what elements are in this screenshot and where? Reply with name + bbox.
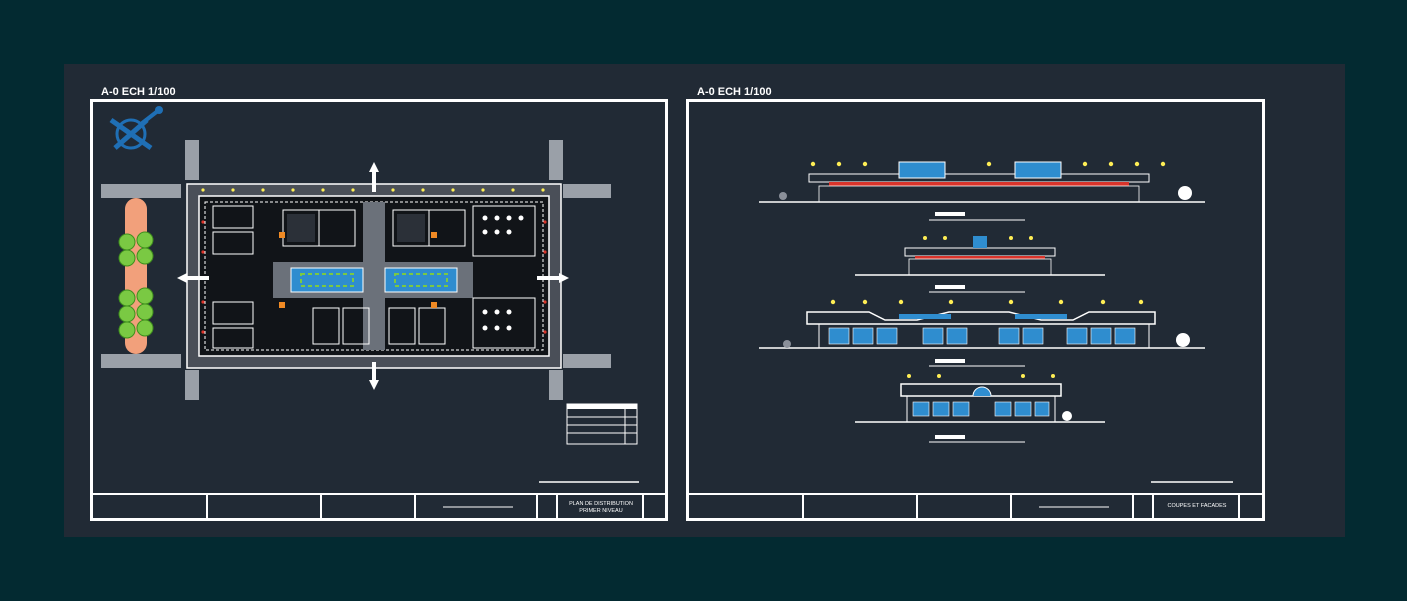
drawing-canvas[interactable]: A-0 ECH 1/100 [64, 64, 1345, 537]
section-a [759, 161, 1205, 221]
garden-path [118, 198, 154, 354]
sheet-2-scale-label: A-0 ECH 1/100 [697, 86, 772, 98]
section-b [855, 236, 1105, 293]
tree-icon [118, 231, 154, 339]
legend-table [566, 403, 638, 445]
title-block [93, 493, 665, 518]
sheet-1-scale-label: A-0 ECH 1/100 [101, 86, 176, 98]
sheet-2-title: COUPES ET FACADES [1167, 503, 1227, 509]
parking-strip-left [101, 140, 611, 400]
sheet-1-title-line-1: PLAN DE DISTRIBUTION [569, 501, 633, 507]
sheet-1-title-line-2: PRIMER NIVEAU [579, 508, 623, 514]
sheet-sections-facades[interactable]: COUPES ET FACADES [686, 99, 1265, 521]
sheet-1-title: PLAN DE DISTRIBUTION PRIMER NIVEAU [559, 501, 643, 515]
floor-plan-drawing [93, 106, 665, 518]
north-arrow-icon [109, 106, 163, 151]
facade-lateral [759, 299, 1205, 367]
title-block [689, 493, 1262, 518]
section-arrow-icon [177, 162, 569, 390]
facade-main [855, 374, 1105, 443]
sheet-floor-plan[interactable]: PLAN DE DISTRIBUTION PRIMER NIVEAU [90, 99, 668, 521]
sections-drawing [689, 161, 1262, 518]
building-plan [186, 183, 562, 369]
